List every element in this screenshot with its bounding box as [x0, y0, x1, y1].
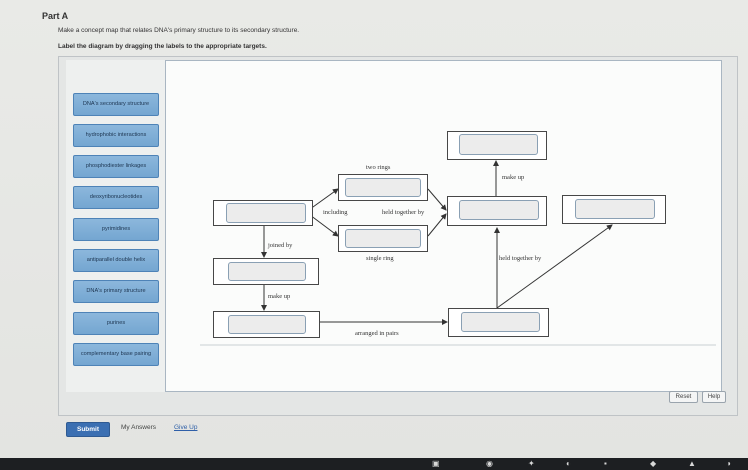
drop-target-bottom-left[interactable]	[228, 315, 306, 334]
connector-label-held-together-by: held together by	[382, 209, 425, 216]
label-complementary-base-pairing[interactable]: complementary base pairing	[73, 343, 159, 366]
label-deoxyribonucleotides[interactable]: deoxyribonucleotides	[73, 186, 159, 209]
drop-target-top-right[interactable]	[459, 134, 538, 155]
label-hydrophobic-interactions[interactable]: hydrophobic interactions	[73, 124, 159, 147]
label-dna-primary-structure[interactable]: DNA's primary structure	[73, 280, 159, 303]
part-title: Part A	[42, 11, 69, 21]
os-taskbar: ▣ ◉ ✦ ◐ ▪ ◆ ▲ ◑	[0, 458, 748, 470]
sub-instruction-text: Label the diagram by dragging the labels…	[58, 43, 267, 50]
give-up-link[interactable]: Give Up	[174, 424, 198, 431]
taskbar-app-icon[interactable]: ◐	[566, 459, 571, 468]
drop-target-two-rings[interactable]	[345, 178, 421, 197]
connector-label-make-up-left: make up	[268, 293, 291, 300]
reset-button[interactable]: Reset	[669, 391, 698, 403]
drop-target-middle-right[interactable]	[459, 200, 539, 220]
connector-label-held-together-by-diagonal: held together by	[499, 255, 542, 262]
connector-label-joined-by: joined by	[268, 242, 293, 249]
label-purines[interactable]: purines	[73, 312, 159, 335]
connector-label-single-ring: single ring	[366, 255, 394, 262]
taskbar-app-icon[interactable]: ▲	[688, 459, 696, 468]
connector-label-arranged-in-pairs: arranged in pairs	[355, 330, 399, 337]
connector-label-including: including	[323, 209, 348, 216]
help-button[interactable]: Help	[702, 391, 726, 403]
connector-label-two-rings: two rings	[366, 164, 391, 171]
drop-target-top-left[interactable]	[226, 203, 306, 223]
label-pyrimidines[interactable]: pyrimidines	[73, 218, 159, 241]
connector-label-make-up-right: make up	[502, 174, 525, 181]
assignment-page: Part A Make a concept map that relates D…	[0, 0, 748, 458]
submit-button[interactable]: Submit	[66, 422, 110, 437]
drop-target-middle-left[interactable]	[228, 262, 306, 281]
taskbar-app-icon[interactable]: ◑	[726, 459, 731, 468]
taskbar-app-icon[interactable]: ▪	[604, 459, 607, 468]
instruction-text: Make a concept map that relates DNA's pr…	[58, 27, 300, 34]
label-antiparallel-double-helix[interactable]: antiparallel double helix	[73, 249, 159, 272]
taskbar-app-icon[interactable]: ◆	[650, 459, 657, 468]
my-answers-link[interactable]: My Answers	[121, 424, 157, 431]
label-phosphodiester-linkages[interactable]: phosphodiester linkages	[73, 155, 159, 178]
label-dna-secondary-structure[interactable]: DNA's secondary structure	[73, 93, 159, 116]
drop-target-far-right[interactable]	[575, 199, 655, 219]
drop-target-bottom-right[interactable]	[461, 312, 540, 332]
taskbar-app-icon[interactable]: ◉	[486, 459, 493, 468]
taskbar-app-icon[interactable]: ▣	[432, 459, 440, 468]
drop-target-single-ring[interactable]	[345, 229, 421, 248]
taskbar-app-icon[interactable]: ✦	[528, 459, 535, 468]
